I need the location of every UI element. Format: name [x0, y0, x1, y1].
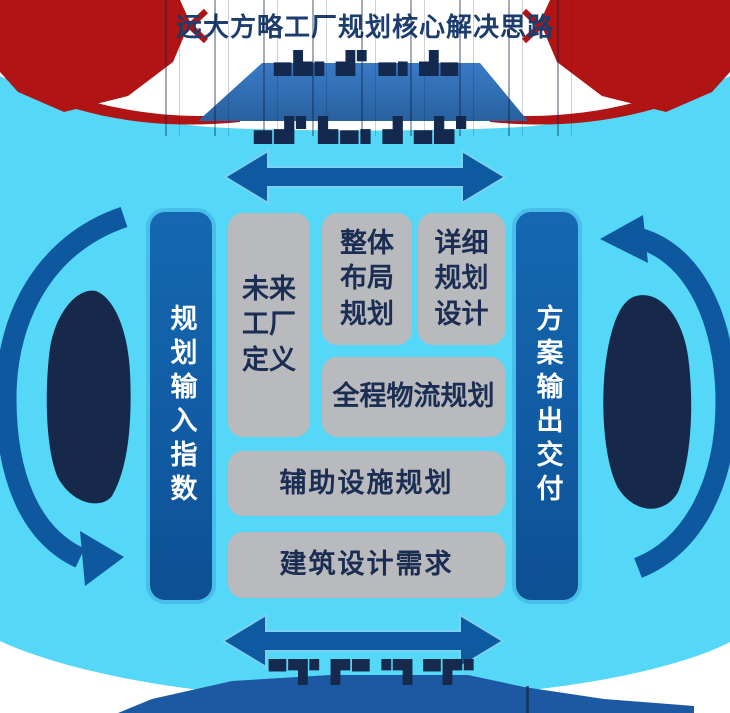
right-artifact-blob — [603, 295, 692, 509]
box-future-factory-definition: 未来工厂定义 — [228, 213, 310, 437]
right-cycle-arrow-icon — [631, 226, 730, 578]
box-auxiliary-facilities-planning: 辅助设施规划 — [228, 451, 505, 516]
left-cycle-arrowhead-icon — [80, 531, 124, 586]
top-double-arrow-icon — [223, 149, 507, 205]
page-title: 远大方略工厂规划核心解决思路 — [175, 12, 554, 42]
bottom-banner — [118, 675, 694, 713]
box-overall-layout-planning-label: 整体布局规划 — [340, 228, 394, 329]
left-cycle-arrow-icon — [0, 207, 128, 568]
box-full-logistics-planning-label: 全程物流规划 — [332, 381, 495, 412]
top-banner — [198, 63, 528, 121]
box-detailed-planning-design-label: 详细规划设计 — [434, 228, 489, 329]
rail-output-delivery: 方案输出交付 — [516, 212, 578, 600]
box-full-logistics-planning: 全程物流规划 — [322, 357, 505, 437]
rail-planning-input: 规划输入指数 — [150, 212, 212, 600]
red-ribbon-right-trail — [490, 94, 670, 125]
box-detailed-planning-design: 详细规划设计 — [418, 213, 505, 345]
box-architectural-design-requirements: 建筑设计需求 — [228, 532, 505, 598]
right-cycle-arrowhead-icon — [600, 215, 648, 263]
rail-planning-input-label: 规划输入指数 — [166, 304, 197, 508]
top-banner-clipped-text-upper: ▄▙▖▟▘▄▖▟▄ — [273, 50, 461, 76]
box-overall-layout-planning: 整体布局规划 — [322, 213, 412, 345]
red-ribbon-left-trail — [60, 94, 240, 125]
left-artifact-blob — [46, 290, 131, 504]
title-chevron-left-icon — [185, 8, 209, 44]
rail-output-delivery-label: 方案输出交付 — [532, 304, 563, 508]
top-banner-clipped-text-lower: ▄▟▘▙▄▖▟ ▄▙▘ — [253, 116, 479, 144]
box-auxiliary-facilities-planning-label: 辅助设施规划 — [279, 467, 454, 498]
bottom-double-arrow-icon — [221, 613, 505, 669]
red-ribbon-left — [0, 0, 190, 112]
box-architectural-design-requirements-label: 建筑设计需求 — [279, 549, 454, 580]
bottom-streak-artifact — [526, 686, 529, 713]
bottom-banner-clipped-text: ▀▜▘▛▀▝▜ ▀▛▘ — [268, 659, 486, 685]
box-future-factory-definition-label: 未来工厂定义 — [242, 274, 296, 375]
title-chevron-right-icon — [521, 8, 545, 44]
red-ribbon-right — [540, 0, 730, 112]
